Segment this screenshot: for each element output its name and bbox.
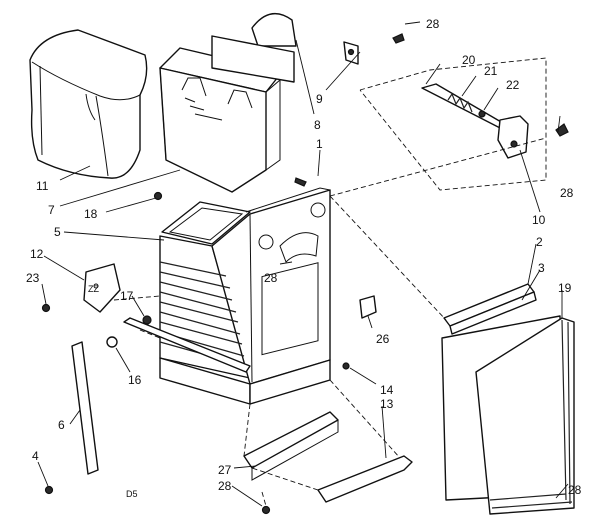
part-9-latch [343, 41, 359, 65]
part-6-rail [71, 341, 99, 475]
part-27-foot-bar [243, 411, 339, 481]
part-4-screw [44, 485, 54, 495]
part-14-screw [342, 362, 350, 370]
part-21-spring [447, 92, 473, 113]
callouts: 28 20 21 22 9 8 1 11 7 18 5 12 23 17 16 … [26, 17, 582, 499]
part-16-roller [106, 317, 251, 373]
assembly-lines [113, 57, 547, 507]
part-28-screw-right [555, 123, 569, 137]
part-23-screw [41, 303, 51, 313]
callout-22: 22 [506, 78, 520, 92]
callout-20: 20 [462, 53, 476, 67]
part-17-nut [142, 315, 152, 325]
callout-8: 8 [314, 118, 321, 132]
part-10-latch-plate [497, 115, 529, 159]
callout-18: 18 [84, 207, 98, 221]
callout-26: 26 [376, 332, 390, 346]
part-8-holder-panel [211, 12, 297, 83]
callout-2: 2 [536, 235, 543, 249]
callout-28-bottomright: 28 [568, 483, 582, 497]
part-12-bracket: ZZ [83, 263, 121, 313]
callout-28-right: 28 [560, 186, 574, 200]
part-5-cabinet [159, 187, 331, 405]
part-28-screw-bottom [261, 505, 271, 515]
callout-6: 6 [58, 418, 65, 432]
callout-13: 13 [380, 397, 394, 411]
part-26-bracket [359, 295, 377, 319]
callout-5: 5 [54, 225, 61, 239]
callout-14: 14 [380, 383, 394, 397]
part-19-door-frame [475, 317, 575, 515]
callout-28-top: 28 [426, 17, 440, 31]
part-22-clip [478, 110, 486, 118]
part-13-pedal [317, 455, 413, 503]
leader-lines [37, 21, 569, 507]
callout-21: 21 [484, 64, 498, 78]
callout-4: 4 [32, 449, 39, 463]
callout-23: 23 [26, 271, 40, 285]
drawing-code: D5 [126, 489, 138, 499]
part-28-screw-top [392, 33, 405, 44]
callout-28-center: 28 [264, 271, 278, 285]
callout-9: 9 [316, 92, 323, 106]
callout-1: 1 [316, 137, 323, 151]
callout-3: 3 [538, 261, 545, 275]
callout-19: 19 [558, 281, 572, 295]
part-2-hinge-bar [443, 283, 537, 335]
callout-27: 27 [218, 463, 232, 477]
callout-7: 7 [48, 203, 55, 217]
callout-11: 11 [36, 179, 49, 193]
callout-10: 10 [532, 213, 546, 227]
part-18-screw [153, 191, 163, 201]
part-1-screw [294, 177, 307, 187]
callout-16: 16 [128, 373, 142, 387]
svg-text:ZZ: ZZ [88, 284, 99, 294]
callout-17: 17 [120, 289, 134, 303]
callout-12: 12 [30, 247, 44, 261]
callout-28-bottom: 28 [218, 479, 232, 493]
part-11-trash-bag [29, 29, 148, 179]
